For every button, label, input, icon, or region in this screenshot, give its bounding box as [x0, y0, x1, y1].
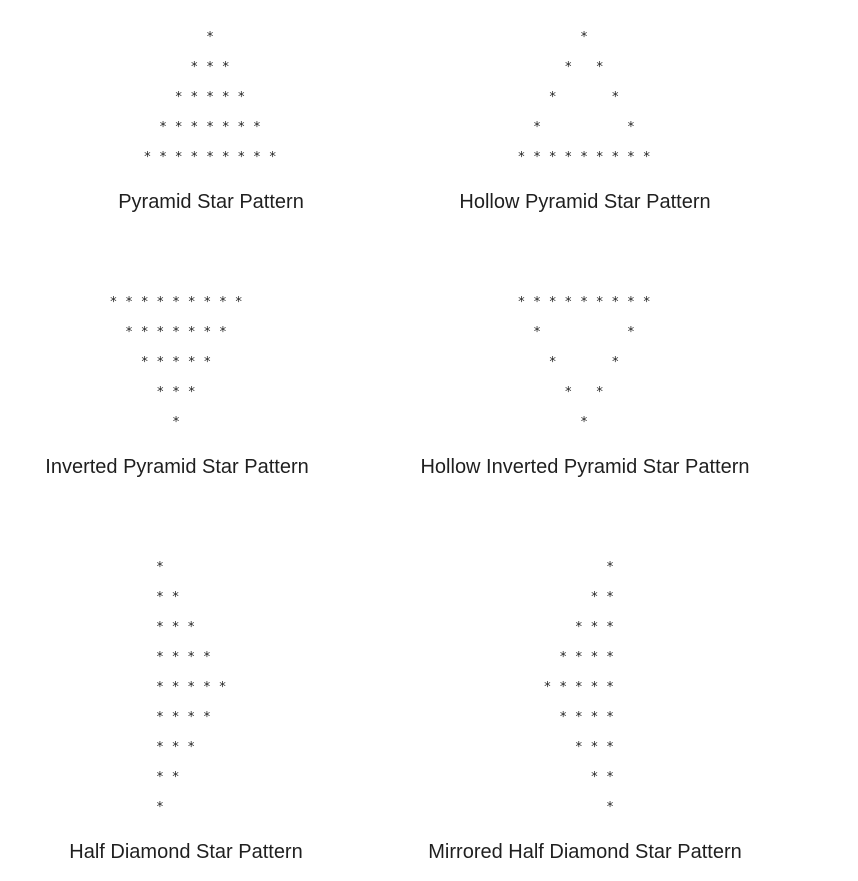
star-row: * * — [548, 90, 620, 105]
star-row: * * * * * — [156, 680, 227, 695]
star-row: * — [172, 415, 180, 430]
star-row: * * — [533, 325, 635, 340]
star-row: * — [156, 800, 164, 815]
star-row: * * — [156, 770, 180, 785]
star-row: * * * * * * * * * — [143, 150, 277, 165]
pattern-label-half-diamond: Half Diamond Star Pattern — [69, 841, 303, 863]
star-row: * * — [156, 590, 180, 605]
star-row: * * — [548, 355, 620, 370]
star-row: * * * — [156, 385, 196, 400]
star-row: * * * — [156, 620, 196, 635]
star-row: * — [580, 30, 588, 45]
star-row: * * — [590, 590, 614, 605]
star-row: * * * * * * * — [159, 120, 261, 135]
star-row: * * — [564, 385, 604, 400]
star-row: * * * * * * * * * — [517, 295, 651, 310]
star-row: * * * * * * * * * — [517, 150, 651, 165]
pattern-label-pyramid: Pyramid Star Pattern — [118, 191, 304, 213]
star-row: * — [206, 30, 214, 45]
star-row: * * — [533, 120, 635, 135]
star-row: * * * * * — [543, 680, 614, 695]
star-row: * * * * * * * * * — [109, 295, 243, 310]
pattern-label-hollow-inverted-pyramid: Hollow Inverted Pyramid Star Pattern — [420, 456, 750, 478]
star-row: * * * — [574, 740, 614, 755]
star-row: * * — [590, 770, 614, 785]
star-row: * — [580, 415, 588, 430]
star-row: * * * — [190, 60, 230, 75]
star-row: * * * * * — [140, 355, 212, 370]
star-row: * * * * — [156, 710, 211, 725]
star-row: * * * * — [156, 650, 211, 665]
star-row: * * * * * — [174, 90, 246, 105]
star-row: * * * * * * * — [125, 325, 227, 340]
star-row: * — [156, 560, 164, 575]
star-row: * * * — [156, 740, 196, 755]
star-row: * — [606, 800, 614, 815]
star-row: * * — [564, 60, 604, 75]
star-row: * * * * — [559, 650, 614, 665]
star-row: * * * — [574, 620, 614, 635]
star-row: * * * * — [559, 710, 614, 725]
pattern-label-inverted-pyramid: Inverted Pyramid Star Pattern — [45, 456, 309, 478]
star-row: * — [606, 560, 614, 575]
pattern-label-hollow-pyramid: Hollow Pyramid Star Pattern — [459, 191, 711, 213]
pattern-label-mirrored-half-diamond: Mirrored Half Diamond Star Pattern — [428, 841, 742, 863]
